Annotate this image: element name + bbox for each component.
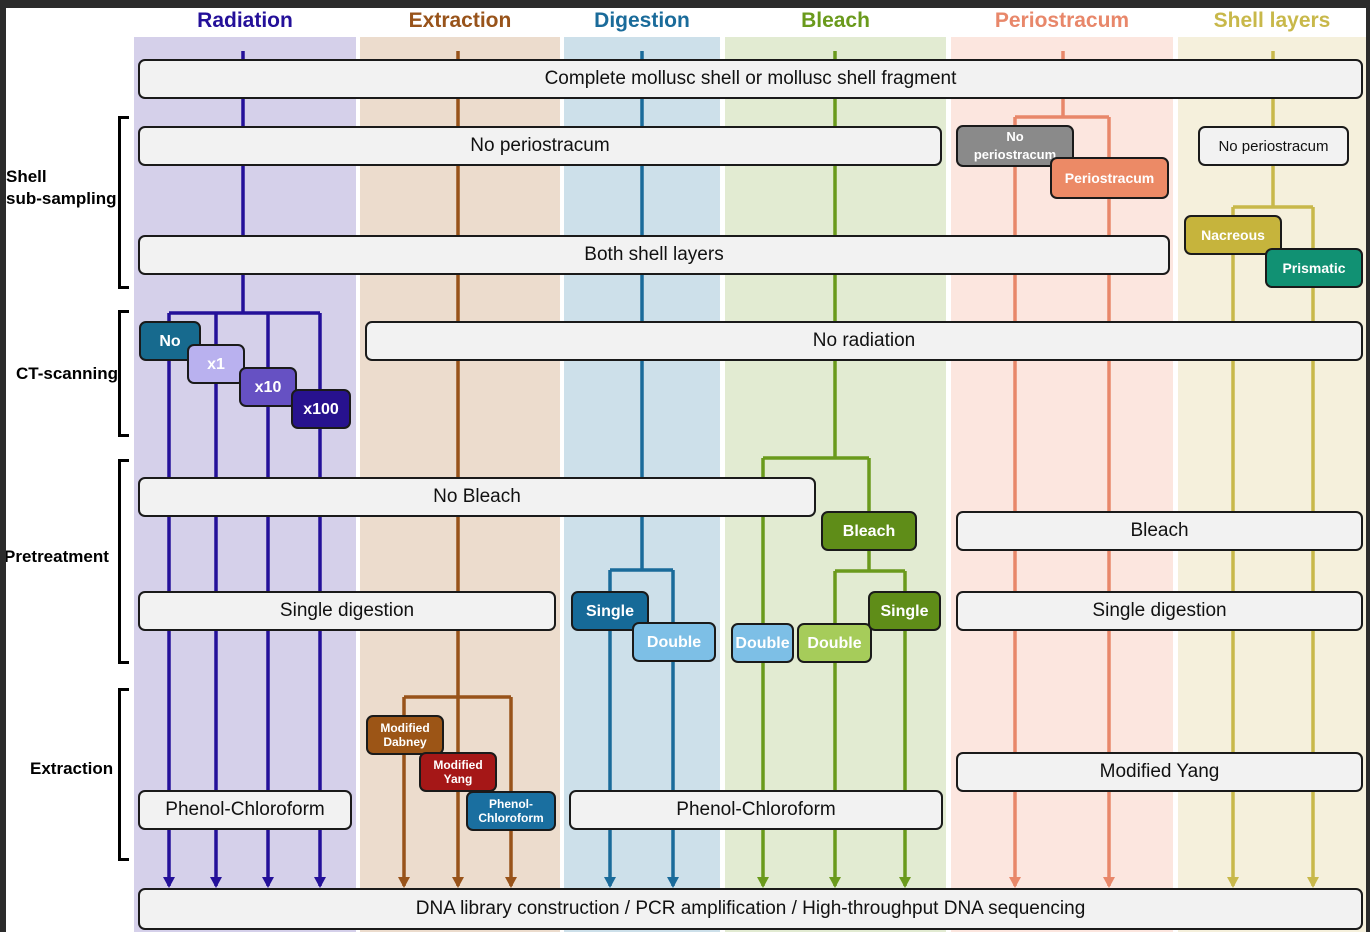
arrow-head	[505, 877, 517, 888]
box-phenol-chloroform-mid: Phenol-Chloroform	[569, 790, 943, 830]
stage-label-ct-scanning: CT-scanning	[16, 364, 119, 383]
stage-label-pretreatment: Pretreatment	[6, 547, 109, 566]
chip-bleach-double-green: Double	[797, 623, 872, 663]
bracket-extraction	[118, 688, 129, 861]
arrow-head	[1227, 877, 1239, 888]
stage-label-line: sub-sampling	[6, 189, 117, 208]
chip-prismatic: Prismatic	[1265, 248, 1363, 288]
box-phenol-chloroform-left: Phenol-Chloroform	[138, 790, 352, 830]
box-single-digestion-left: Single digestion	[138, 591, 556, 631]
chip-periostracum: Periostracum	[1050, 157, 1169, 199]
arrow-head	[829, 877, 841, 888]
bracket-shell-sub-sampling	[118, 116, 129, 289]
chip-ct-x100: x100	[291, 389, 351, 429]
box-both-shell-layers: Both shell layers	[138, 235, 1170, 275]
workflow-diagram: Radiation Extraction Digestion Bleach Pe…	[6, 8, 1366, 932]
box-no-radiation: No radiation	[365, 321, 1363, 361]
chip-ct-x1: x1	[187, 344, 245, 384]
chip-nacreous: Nacreous	[1184, 215, 1282, 255]
chip-modified-dabney: Modified Dabney	[366, 715, 444, 755]
arrow-head	[757, 877, 769, 888]
arrow-head	[314, 877, 326, 888]
column-header-periostracum: Periostracum	[994, 9, 1130, 32]
column-header-radiation: Radiation	[197, 9, 293, 32]
arrow-head	[262, 877, 274, 888]
chip-modified-yang: Modified Yang	[419, 752, 497, 792]
stage-label-shell-sub-sampling: Shell sub-sampling	[6, 166, 117, 210]
box-modified-yang-right: Modified Yang	[956, 752, 1363, 792]
bracket-ct-scanning	[118, 310, 129, 437]
stage-label-extraction: Extraction	[30, 759, 114, 778]
arrow-head	[1103, 877, 1115, 888]
column-header-extraction: Extraction	[408, 9, 512, 32]
chip-digestion-double: Double	[632, 622, 716, 662]
chip-bleach-double-blue: Double	[731, 623, 794, 663]
box-dna-sequencing: DNA library construction / PCR amplifica…	[138, 888, 1363, 930]
arrow-head	[667, 877, 679, 888]
box-no-periostracum-shell-layers: No periostracum	[1198, 126, 1349, 166]
bracket-pretreatment	[118, 459, 129, 664]
box-complete-shell: Complete mollusc shell or mollusc shell …	[138, 59, 1363, 99]
arrow-head	[604, 877, 616, 888]
arrow-head	[452, 877, 464, 888]
chip-bleach: Bleach	[821, 511, 917, 551]
chip-ct-x10: x10	[239, 367, 297, 407]
box-no-bleach: No Bleach	[138, 477, 816, 517]
arrow-head	[1307, 877, 1319, 888]
arrow-head	[163, 877, 175, 888]
arrow-head	[1009, 877, 1021, 888]
arrow-head	[899, 877, 911, 888]
column-header-digestion: Digestion	[594, 9, 690, 32]
box-single-digestion-right: Single digestion	[956, 591, 1363, 631]
box-no-periostracum: No periostracum	[138, 126, 942, 166]
chip-bleach-single: Single	[868, 591, 941, 631]
arrow-head	[210, 877, 222, 888]
arrow-head	[398, 877, 410, 888]
column-header-bleach: Bleach	[801, 9, 870, 32]
column-header-shell-layers: Shell layers	[1213, 9, 1331, 32]
box-bleach-right: Bleach	[956, 511, 1363, 551]
stage-label-line: Shell	[6, 167, 47, 186]
chip-phenol-chloroform: Phenol-Chloroform	[466, 791, 556, 831]
